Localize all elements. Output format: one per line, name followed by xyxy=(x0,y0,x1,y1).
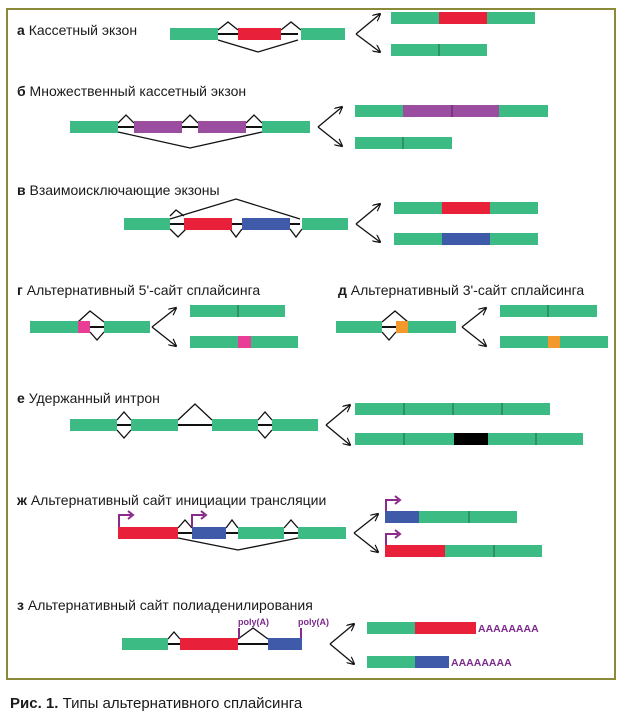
exon-cassette-purple xyxy=(134,121,182,133)
exon-constitutive xyxy=(170,28,218,40)
exon-constitutive xyxy=(70,419,117,431)
panel-z-label: з Альтернативный сайт полиаденилирования xyxy=(17,597,313,613)
exon-constitutive xyxy=(104,321,150,333)
exon-alt-start-blue xyxy=(192,527,226,539)
panel-z-mrna-2 xyxy=(367,656,449,668)
panel-v-label: в Взаимоисключающие экзоны xyxy=(17,182,220,198)
exon-constitutive xyxy=(408,321,456,333)
polyA-site-markers xyxy=(238,628,302,638)
exon-constitutive xyxy=(272,419,318,431)
exon-constitutive xyxy=(122,638,168,650)
exon-last-red xyxy=(180,638,238,650)
exon-constitutive xyxy=(70,121,118,133)
panel-zh-arrows xyxy=(353,514,378,552)
exon-constitutive xyxy=(212,419,258,431)
polyA-label: poly(A) xyxy=(238,617,269,627)
panel-v-mrna-1 xyxy=(394,202,538,214)
exon-constitutive xyxy=(124,218,170,230)
panel-a-arrows xyxy=(355,14,380,52)
exon-last-blue xyxy=(268,638,302,650)
panel-d-arrows xyxy=(461,308,486,346)
exon-mutually-exclusive-red xyxy=(184,218,232,230)
retained-intron xyxy=(454,433,488,445)
panel-zh-label: ж Альтернативный сайт инициации трансляц… xyxy=(17,492,327,508)
panel-a-mrna-2 xyxy=(391,44,487,56)
panel-e-gene xyxy=(116,403,273,439)
panel-b-mrna-1 xyxy=(355,105,548,117)
exon-first-red xyxy=(118,527,178,539)
exon-constitutive xyxy=(238,527,284,539)
figure-frame xyxy=(6,8,616,680)
exon-constitutive xyxy=(262,121,310,133)
exon-constitutive xyxy=(301,28,345,40)
caption-prefix: Рис. 1. xyxy=(10,695,59,712)
panel-d-label: д Альтернативный 3'-сайт сплайсинга xyxy=(338,282,585,298)
panel-zh-mrna-1 xyxy=(385,511,517,523)
panel-v-arrows xyxy=(355,204,380,242)
start-site-arrows xyxy=(118,495,402,545)
panel-g-arrows xyxy=(151,308,176,346)
figure-caption: Рис. 1. Типы альтернативного сплайсинга xyxy=(10,695,302,712)
panel-g-label: г Альтернативный 5'-сайт сплайсинга xyxy=(17,282,261,298)
panel-e-label: е Удержанный интрон xyxy=(17,390,160,406)
exon-mutually-exclusive-blue xyxy=(242,218,290,230)
exon-constitutive xyxy=(298,527,346,539)
panel-e-mrna-1 xyxy=(355,403,550,415)
polyA-tail: AAAAAAAA xyxy=(451,657,512,669)
panel-z-arrows xyxy=(329,624,354,664)
panel-z-gene xyxy=(167,627,269,645)
polyA-label: poly(A) xyxy=(298,617,329,627)
splicing-diagram: poly(A) poly(A) AAAAAAAA AAAAAAAA xyxy=(30,12,608,669)
panel-b-mrna-2 xyxy=(355,137,452,149)
panel-z-mrna-1 xyxy=(367,622,476,634)
exon-constitutive xyxy=(131,419,178,431)
exon-constitutive xyxy=(302,218,348,230)
panel-g-mrna-1 xyxy=(190,305,285,317)
caption-text: Типы альтернативного сплайсинга xyxy=(62,695,303,712)
alt-3-prime-region xyxy=(396,321,408,333)
panel-b-arrows xyxy=(317,107,342,146)
polyA-tail: AAAAAAAA xyxy=(478,623,539,635)
panel-b-label: б Множественный кассетный экзон xyxy=(17,83,247,99)
exon-constitutive xyxy=(30,321,78,333)
panel-e-mrna-2 xyxy=(355,433,583,445)
panel-e-arrows xyxy=(325,405,350,445)
panel-v-mrna-2 xyxy=(394,233,538,245)
panel-zh-gene xyxy=(177,518,299,551)
exon-cassette-purple xyxy=(198,121,246,133)
panel-d-mrna-1 xyxy=(500,305,597,317)
panel-a-label: а Кассетный экзон xyxy=(17,22,138,38)
panel-g-mrna-2 xyxy=(190,336,298,348)
panel-d-mrna-2 xyxy=(500,336,608,348)
exon-constitutive xyxy=(336,321,382,333)
panel-a-mrna-1 xyxy=(391,12,535,24)
panel-zh-mrna-2 xyxy=(385,545,542,557)
exon-cassette-red xyxy=(238,28,281,40)
alt-5-prime-region xyxy=(78,321,90,333)
